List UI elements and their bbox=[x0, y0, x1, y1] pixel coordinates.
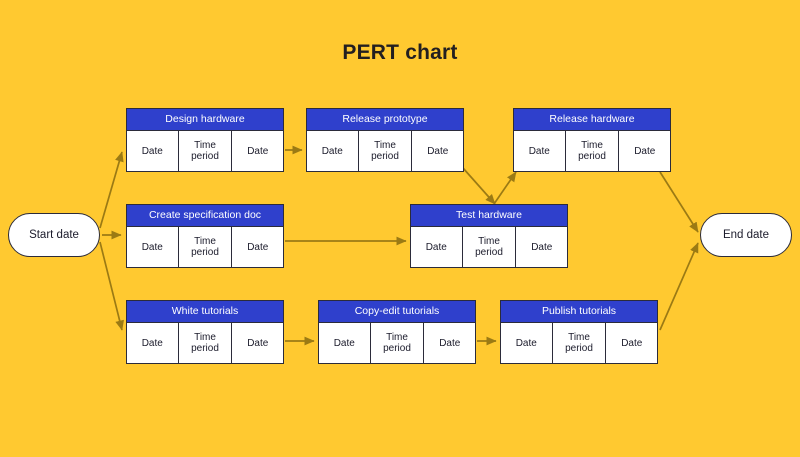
task-title: Test hardware bbox=[411, 205, 567, 227]
date-start-cell[interactable]: Date bbox=[501, 323, 553, 363]
date-end-cell[interactable]: Date bbox=[634, 145, 656, 157]
task-title: Copy-edit tutorials bbox=[319, 301, 475, 323]
edge-release-hardware-to-end bbox=[659, 171, 699, 233]
task-title: Release prototype bbox=[307, 109, 463, 131]
date-start-cell[interactable]: Date bbox=[319, 323, 371, 363]
time-period-cell[interactable]: Time period bbox=[179, 323, 233, 363]
task-title: Publish tutorials bbox=[501, 301, 657, 323]
time-period-cell[interactable]: Time period bbox=[359, 131, 413, 171]
end-date-label: End date bbox=[722, 229, 770, 241]
date-start-cell[interactable]: Date bbox=[127, 131, 179, 171]
date-end-cell[interactable]: Date bbox=[247, 337, 269, 349]
date-start-cell[interactable]: Date bbox=[127, 323, 179, 363]
time-period-cell[interactable]: Time period bbox=[371, 323, 425, 363]
time-period-cell[interactable]: Time period bbox=[566, 131, 620, 171]
edge-test-hardware-to-release-hardware bbox=[493, 171, 517, 205]
date-end-cell[interactable]: Date bbox=[621, 337, 643, 349]
task-title: Design hardware bbox=[127, 109, 283, 131]
start-date-label: Start date bbox=[29, 229, 79, 241]
date-start-cell[interactable]: Date bbox=[514, 131, 566, 171]
edge-publish-tutorials-to-end bbox=[659, 242, 699, 331]
edge-start-to-white-tutorials bbox=[99, 241, 124, 331]
start-date-node[interactable]: Start date bbox=[8, 213, 100, 257]
task-title: Release hardware bbox=[514, 109, 670, 131]
date-start-cell[interactable]: Date bbox=[411, 227, 463, 267]
time-period-cell[interactable]: Time period bbox=[463, 227, 517, 267]
time-period-cell[interactable]: Time period bbox=[179, 131, 233, 171]
task-title: White tutorials bbox=[127, 301, 283, 323]
date-end-cell[interactable]: Date bbox=[531, 241, 553, 253]
edge-start-to-design-hardware bbox=[99, 151, 124, 229]
page-title: PERT chart bbox=[342, 41, 458, 64]
edge-release-prototype-to-test-hardware bbox=[462, 167, 496, 205]
date-end-cell[interactable]: Date bbox=[427, 145, 449, 157]
date-start-cell[interactable]: Date bbox=[307, 131, 359, 171]
time-period-cell[interactable]: Time period bbox=[553, 323, 607, 363]
time-period-cell[interactable]: Time period bbox=[179, 227, 233, 267]
date-end-cell[interactable]: Date bbox=[439, 337, 461, 349]
date-end-cell[interactable]: Date bbox=[247, 145, 269, 157]
date-start-cell[interactable]: Date bbox=[127, 227, 179, 267]
end-date-node[interactable]: End date bbox=[700, 213, 792, 257]
date-end-cell[interactable]: Date bbox=[247, 241, 269, 253]
task-title: Create specification doc bbox=[127, 205, 283, 227]
